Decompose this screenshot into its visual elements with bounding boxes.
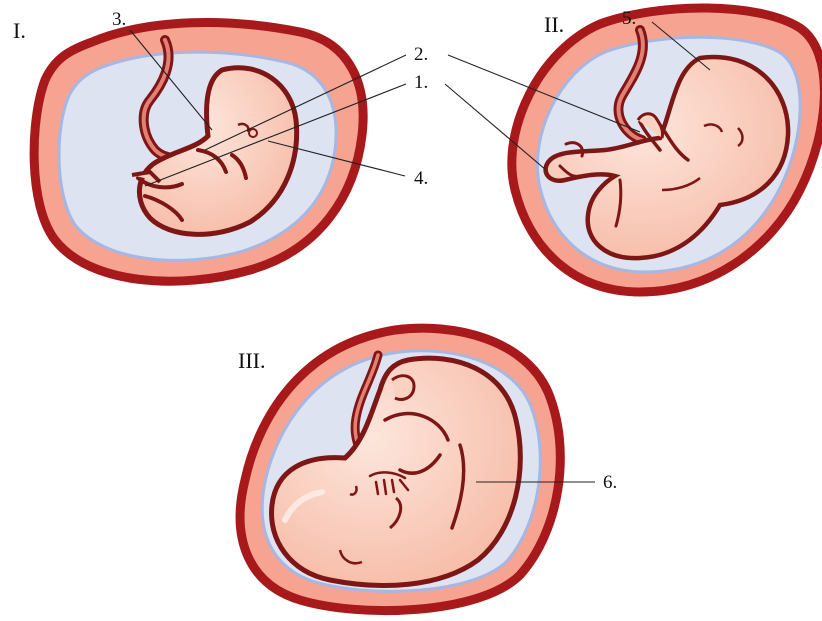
callout-5: 5. (622, 8, 636, 29)
callout-3: 3. (112, 9, 126, 30)
panel-2 (512, 8, 822, 292)
callout-1: 1. (414, 72, 428, 93)
panel-3 (240, 328, 560, 610)
callout-6: 6. (603, 472, 617, 493)
panel-2-label: II. (544, 12, 564, 37)
panel-1 (34, 23, 363, 282)
callout-4: 4. (414, 168, 428, 189)
callout-2: 2. (414, 44, 428, 65)
panel-1-label: I. (13, 18, 26, 43)
panel-3-label: III. (238, 348, 265, 373)
